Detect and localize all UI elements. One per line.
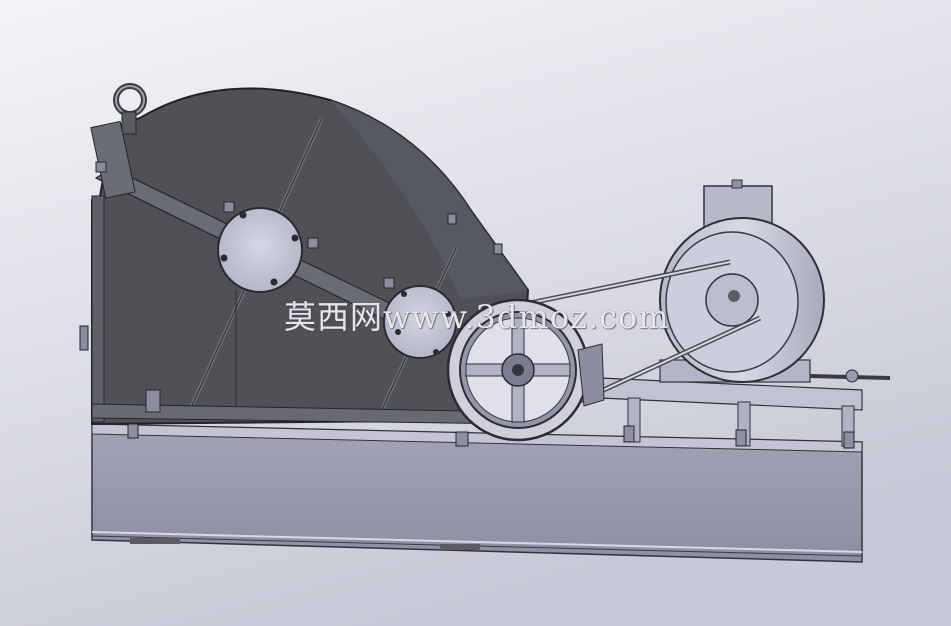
bearing-disc-large (217, 207, 303, 293)
motor-platform (599, 369, 891, 447)
anchor-bolts (127, 423, 855, 449)
housing-bolts (79, 161, 503, 413)
crusher-pulley (446, 298, 605, 442)
base-frame (91, 423, 863, 563)
lifting-eye-icon (90, 83, 147, 199)
bearing-disc-small (383, 285, 457, 359)
